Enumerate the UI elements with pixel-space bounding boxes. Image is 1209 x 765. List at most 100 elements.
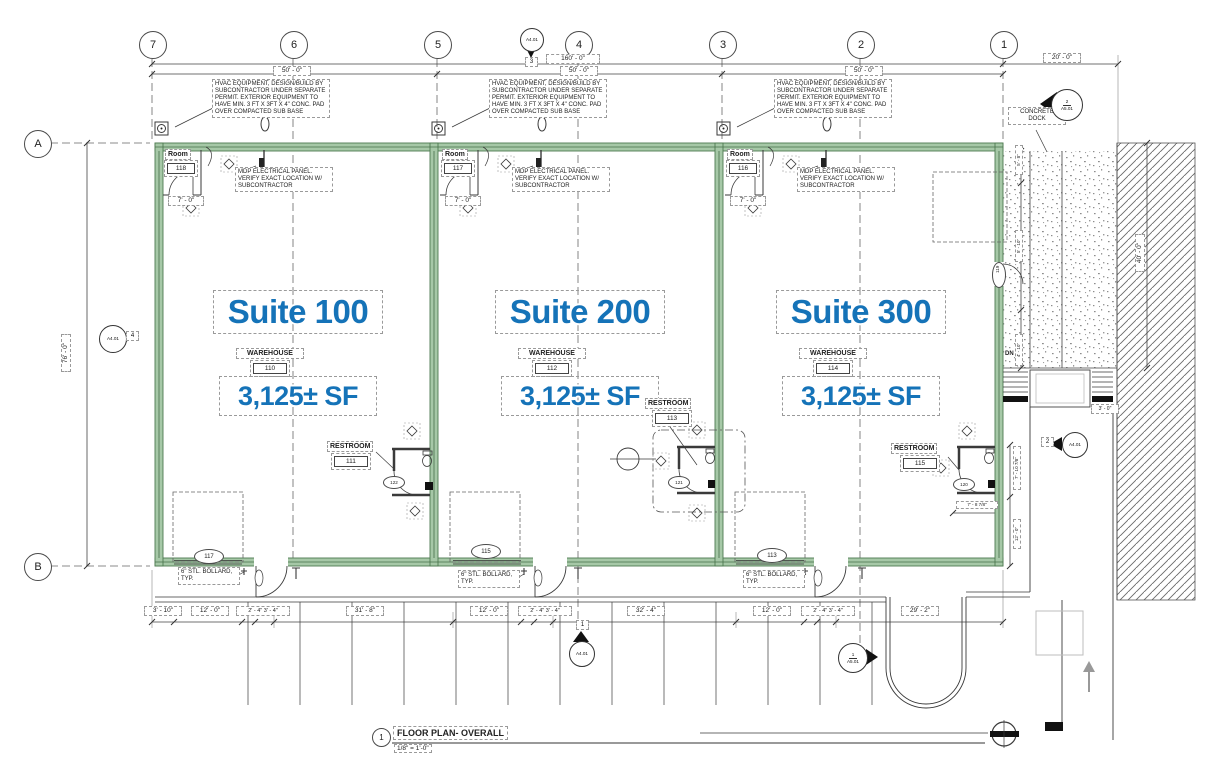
- room-dim-suite-300: 7' - 0": [730, 196, 766, 206]
- dim-bay-3: 50' - 0": [845, 66, 883, 76]
- grid-label: 2: [857, 39, 865, 51]
- grid-bubble-B: B: [24, 553, 52, 581]
- dim-bottom-9: 2' - 4" 3' - 4": [801, 606, 855, 616]
- restroom-number: 113: [655, 413, 689, 424]
- dim-overall-depth: 76' - 0": [61, 334, 71, 372]
- dim-dock-depth: 40' - 0": [1135, 234, 1145, 272]
- room-tag-suite-100: 118: [164, 160, 198, 177]
- mdp-note-suite-100: MDP ELECTRICAL PANEL. VERIFY EXACT LOCAT…: [235, 167, 333, 192]
- room-dim-suite-100: 7' - 0": [168, 196, 204, 206]
- section-sheet: A5.01: [846, 658, 859, 664]
- room-label-suite-200: Room: [442, 149, 468, 160]
- grid-label: A: [34, 138, 42, 150]
- dim-restroom-right-2: 12' - 0": [1013, 519, 1021, 549]
- dock-and-site-regions: [1003, 142, 1196, 601]
- marker-sheet: A4.01: [575, 651, 588, 656]
- dim-dock-1: 5' - 8": [1015, 145, 1023, 175]
- grid-bubble-6: 6: [280, 31, 308, 59]
- warehouse-label-suite-100: WAREHOUSE: [236, 348, 304, 359]
- section-number: 2: [1062, 99, 1072, 106]
- warehouse-number: 110: [253, 363, 287, 374]
- elevation-marker-left-num: 4: [126, 331, 139, 341]
- grid-bubble-5: 5: [424, 31, 452, 59]
- hvac-note-suite-200: HVAC EQUIPMENT, DESIGN/BUILD BY SUBCONTR…: [489, 79, 607, 118]
- suite-100-title: Suite 100: [213, 290, 383, 334]
- elevation-marker-bottom-num: 1: [576, 620, 589, 630]
- dim-bottom-4: 31' - 8": [346, 606, 384, 616]
- restroom-tag-suite-200: 113: [652, 410, 692, 427]
- room-number: 117: [444, 163, 472, 174]
- grid-label: 3: [719, 39, 727, 51]
- suite-300-title: Suite 300: [776, 290, 946, 334]
- section-number: 1: [848, 652, 858, 659]
- building-walls: [154, 142, 1004, 568]
- restroom-number: 111: [334, 456, 368, 467]
- restroom-label-suite-300: RESTROOM: [891, 443, 938, 454]
- warehouse-number: 114: [816, 363, 850, 374]
- dimension-ticks: [83, 60, 1151, 626]
- dim-bottom-2: 12' - 0": [191, 606, 229, 616]
- dim-dock-3: 4' - 10": [1015, 334, 1023, 366]
- restroom-tag-suite-300: 115: [900, 455, 940, 472]
- room-number: 116: [729, 163, 757, 174]
- elevation-marker-left: A4.01: [99, 325, 127, 353]
- grid-label: 4: [575, 39, 583, 51]
- hvac-note-suite-100: HVAC EQUIPMENT, DESIGN/BUILD BY SUBCONTR…: [212, 79, 330, 118]
- elevation-marker-right: A4.01: [1062, 432, 1088, 458]
- elevation-marker-top-num: 3: [525, 57, 538, 67]
- grid-bubble-7: 7: [139, 31, 167, 59]
- restroom-label-suite-100: RESTROOM: [327, 441, 374, 452]
- marker-sheet: A4.01: [106, 336, 119, 341]
- elevation-marker-bottom: A4.01: [569, 641, 595, 667]
- grid-label: B: [34, 561, 42, 573]
- mdp-note-suite-200: MDP ELECTRICAL PANEL. VERIFY EXACT LOCAT…: [512, 167, 610, 192]
- room-label-suite-300: Room: [727, 149, 753, 160]
- grid-label: 6: [290, 39, 298, 51]
- room-tag-suite-300: 116: [726, 160, 760, 177]
- view-number-bubble: 1: [372, 728, 391, 747]
- warehouse-label-suite-200: WAREHOUSE: [518, 348, 586, 359]
- dim-bottom-1: 3' - 10": [144, 606, 182, 616]
- dim-bottom-8: 12' - 0": [753, 606, 791, 616]
- dim-bottom-7: 32' - 4": [627, 606, 665, 616]
- marker-sheet: A4.01: [525, 37, 538, 42]
- view-title: FLOOR PLAN- OVERALL: [393, 726, 508, 740]
- dim-dock-2: 5' - 10": [1015, 230, 1023, 262]
- hvac-note-suite-300: HVAC EQUIPMENT, DESIGN/BUILD BY SUBCONTR…: [774, 79, 892, 118]
- storefront-tag-113: 113: [757, 548, 787, 563]
- down-label: DN: [1005, 351, 1014, 358]
- grid-bubble-A: A: [24, 130, 52, 158]
- grid-label: 1: [1000, 39, 1008, 51]
- door-tag-119-label: 119: [995, 265, 1001, 273]
- mdp-note-suite-300: MDP ELECTRICAL PANEL. VERIFY EXACT LOCAT…: [797, 167, 895, 192]
- room-dim-suite-200: 7' - 0": [445, 196, 481, 206]
- grid-label: 5: [434, 39, 442, 51]
- suite-100-area: 3,125± SF: [219, 376, 377, 416]
- storefront-tag-117: 117: [194, 549, 224, 564]
- section-sheet: A5.01: [1060, 105, 1073, 111]
- door-tag-121: 121: [668, 476, 690, 489]
- storefront-tag-115: 115: [471, 544, 501, 559]
- suite-200-area: 3,125± SF: [501, 376, 659, 416]
- elevation-marker-right-num: 2: [1041, 437, 1054, 447]
- grid-bubble-2: 2: [847, 31, 875, 59]
- dim-right-wing: 20' - 0": [1043, 53, 1081, 63]
- bollard-note-suite-200: 6" STL. BOLLARD, TYP.: [458, 570, 520, 588]
- warehouse-label-suite-300: WAREHOUSE: [799, 348, 867, 359]
- marker-sheet: A4.01: [1068, 442, 1081, 447]
- section-marker-dock: 2 A5.01: [1051, 89, 1083, 121]
- door-tag-119: 119: [992, 262, 1006, 288]
- dim-bay-2: 50' - 0": [560, 66, 598, 76]
- warehouse-tag-suite-300: 114: [813, 360, 853, 377]
- bollard-note-suite-300: 6" STL. BOLLARD, TYP.: [743, 570, 805, 588]
- room-tag-suite-200: 117: [441, 160, 475, 177]
- dim-bottom-3: 2' - 4" 3' - 4": [236, 606, 290, 616]
- dim-bottom-10: 29' - 2": [901, 606, 939, 616]
- room-label-suite-100: Room: [165, 149, 191, 160]
- dock-stairs-ramp: [1003, 369, 1114, 740]
- door-tag-122: 122: [383, 476, 405, 489]
- dim-stair-width: 3' - 0": [1091, 404, 1119, 414]
- dim-restroom-right-1: 7' - 10 7/8": [1013, 446, 1021, 490]
- warehouse-tag-suite-100: 110: [250, 360, 290, 377]
